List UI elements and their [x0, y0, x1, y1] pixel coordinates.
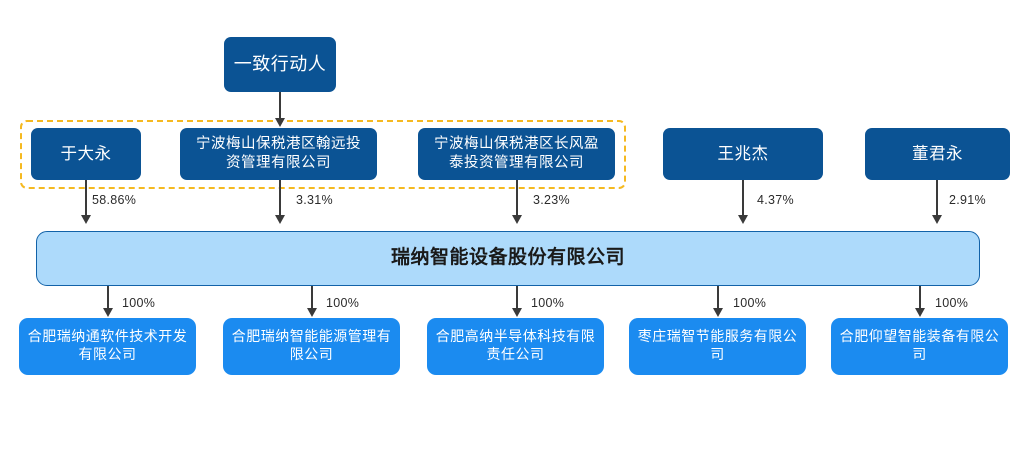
- connector-company-to-hefei-ruina-energy: [311, 286, 313, 312]
- node-subsidiary-hefei-ruina-energy[interactable]: 合肥瑞纳智能能源管理有限公司: [223, 318, 400, 375]
- percent-hefei-yangwang: 100%: [935, 296, 969, 310]
- node-label: 宁波梅山保税港区长风盈泰投资管理有限公司: [434, 136, 599, 171]
- connector-ningbo-changfeng-to-company: [516, 180, 518, 219]
- node-subsidiary-hefei-yangwang[interactable]: 合肥仰望智能装备有限公司: [831, 318, 1008, 375]
- node-label: 董君永: [912, 144, 963, 164]
- concerted-action-dashed-group: [20, 120, 626, 189]
- arrowhead-wang-zhao-jie: [737, 215, 748, 224]
- connector-company-to-hefei-ruinatong: [107, 286, 109, 312]
- node-concerted-action-persons[interactable]: 一致行动人: [224, 37, 336, 92]
- percent-ningbo-changfeng: 3.23%: [533, 193, 570, 207]
- node-label: 合肥高纳半导体科技有限责任公司: [435, 329, 596, 363]
- node-company-ruina[interactable]: 瑞纳智能设备股份有限公司: [36, 231, 980, 286]
- percent-ningbo-hanyuan: 3.31%: [296, 193, 333, 207]
- connector-yu-da-yong-to-company: [85, 180, 87, 219]
- percent-yu-da-yong: 58.86%: [92, 193, 137, 207]
- connector-company-to-zaozhuang-ruizhi: [717, 286, 719, 312]
- node-label: 枣庄瑞智节能服务有限公司: [637, 329, 798, 363]
- percent-hefei-ruina-energy: 100%: [326, 296, 360, 310]
- node-label: 一致行动人: [233, 53, 327, 74]
- node-shareholder-dong-jun-yong[interactable]: 董君永: [865, 128, 1010, 180]
- node-label: 宁波梅山保税港区翰远投资管理有限公司: [196, 136, 361, 171]
- node-label: 合肥仰望智能装备有限公司: [839, 329, 1000, 363]
- node-subsidiary-hefei-gaona[interactable]: 合肥高纳半导体科技有限责任公司: [427, 318, 604, 375]
- node-subsidiary-zaozhuang-ruizhi[interactable]: 枣庄瑞智节能服务有限公司: [629, 318, 806, 375]
- arrowhead-ningbo-changfeng: [511, 215, 522, 224]
- node-shareholder-yu-da-yong[interactable]: 于大永: [31, 128, 141, 180]
- node-label: 王兆杰: [717, 144, 769, 164]
- connector-top-to-group: [279, 92, 281, 122]
- arrowhead-dong-jun-yong: [931, 215, 942, 224]
- node-shareholder-ningbo-hanyuan[interactable]: 宁波梅山保税港区翰远投资管理有限公司: [180, 128, 377, 180]
- node-label: 于大永: [60, 144, 112, 164]
- node-shareholder-wang-zhao-jie[interactable]: 王兆杰: [663, 128, 823, 180]
- node-subsidiary-hefei-ruinatong[interactable]: 合肥瑞纳通软件技术开发有限公司: [19, 318, 196, 375]
- connector-company-to-hefei-yangwang: [919, 286, 921, 312]
- arrowhead-yu-da-yong: [80, 215, 91, 224]
- node-shareholder-ningbo-changfeng-yingtai[interactable]: 宁波梅山保税港区长风盈泰投资管理有限公司: [418, 128, 615, 180]
- percent-dong-jun-yong: 2.91%: [949, 193, 986, 207]
- connector-dong-jun-yong-to-company: [936, 180, 938, 219]
- arrowhead-ningbo-hanyuan: [274, 215, 285, 224]
- percent-wang-zhao-jie: 4.37%: [757, 193, 794, 207]
- arrowhead-hefei-ruinatong: [102, 308, 113, 317]
- connector-ningbo-hanyuan-to-company: [279, 180, 281, 219]
- node-label: 合肥瑞纳智能能源管理有限公司: [231, 329, 392, 363]
- arrowhead-zaozhuang-ruizhi: [712, 308, 723, 317]
- connector-wang-zhao-jie-to-company: [742, 180, 744, 219]
- connector-company-to-hefei-gaona: [516, 286, 518, 312]
- arrowhead-top-to-group: [274, 118, 285, 127]
- percent-zaozhuang-ruizhi: 100%: [733, 296, 767, 310]
- percent-hefei-gaona: 100%: [531, 296, 565, 310]
- arrowhead-hefei-ruina-energy: [306, 308, 317, 317]
- arrowhead-hefei-gaona: [511, 308, 522, 317]
- node-label: 合肥瑞纳通软件技术开发有限公司: [27, 329, 188, 363]
- percent-hefei-ruinatong: 100%: [122, 296, 156, 310]
- node-label: 瑞纳智能设备股份有限公司: [390, 247, 625, 269]
- arrowhead-hefei-yangwang: [914, 308, 925, 317]
